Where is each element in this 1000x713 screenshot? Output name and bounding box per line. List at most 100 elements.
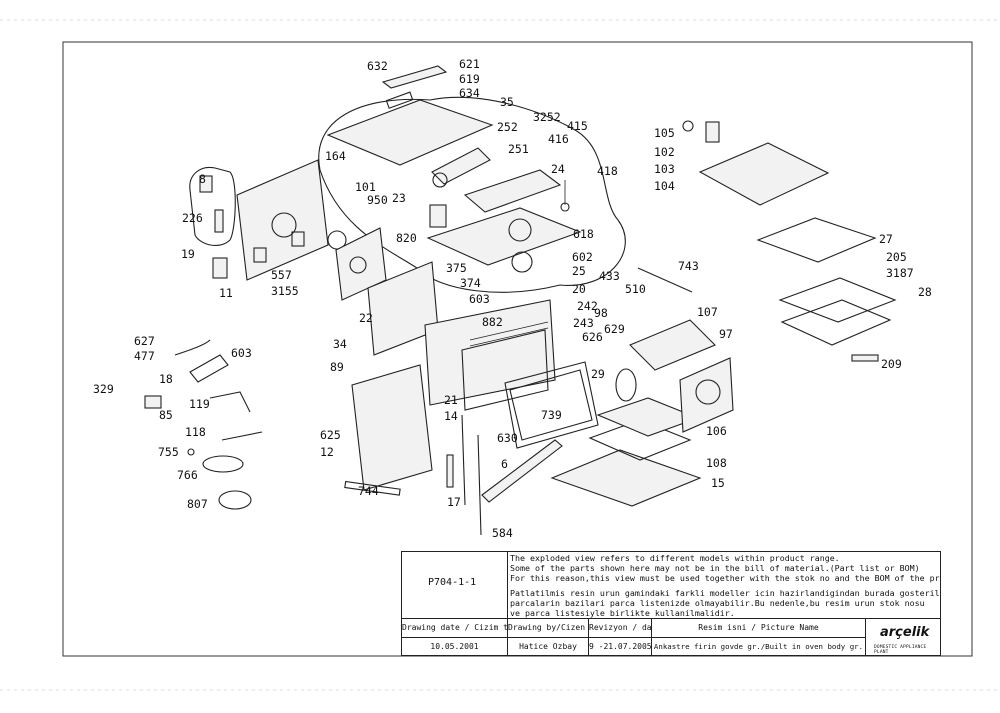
- header-picture-name: Resim isni / Picture Name: [698, 623, 819, 632]
- part-label: 252: [497, 120, 518, 134]
- screw-755: [187, 448, 195, 456]
- notes-cell: The exploded view refers to different mo…: [507, 551, 941, 619]
- part-label: 98: [594, 306, 608, 320]
- bracket-603: [189, 354, 229, 383]
- rack-frame-28: [780, 299, 892, 346]
- part-label: 621: [459, 57, 480, 71]
- brand-cell: arçelik DOMESTIC APPLIANCE PLANT: [865, 618, 941, 656]
- part-label: 242: [577, 299, 598, 313]
- part-label: 118: [185, 425, 206, 439]
- cooling-duct: [463, 169, 562, 213]
- pipe-119: [209, 391, 251, 413]
- part-label: 104: [654, 179, 675, 193]
- part-label: 374: [460, 276, 481, 290]
- part-label: 27: [879, 232, 893, 246]
- terminal-226: [214, 209, 224, 233]
- part-label-small: 744: [358, 484, 379, 498]
- header-drawn-by: Drawing by/Cizen kisi: [508, 623, 588, 632]
- part-label: 108: [706, 456, 727, 470]
- wire-627: [174, 339, 211, 356]
- part-label: 107: [697, 305, 718, 319]
- terminal-8: [199, 175, 213, 193]
- header-revision: Revizyon / date: [589, 623, 652, 632]
- note-en-2: Some of the parts shown here may not be …: [510, 563, 920, 573]
- door-seal-739: [504, 361, 599, 449]
- part-label: 820: [396, 231, 417, 245]
- part-label: 29: [591, 367, 605, 381]
- sensor-118: [221, 431, 263, 441]
- note-en-3: For this reason,this view must be used t…: [510, 573, 941, 583]
- thermostat-329: [144, 395, 162, 409]
- header-cell-4: Resim isni / Picture Name: [651, 618, 866, 638]
- header-cell-1: Drawing date / Cizim tarihi: [401, 618, 508, 638]
- value-cell-2: Hatice Ozbay: [507, 637, 589, 656]
- part-label: 602: [572, 250, 593, 264]
- drawing-code-cell: P704-1-1: [401, 551, 508, 619]
- part-label-small: 743: [678, 259, 699, 273]
- header-cell-2: Drawing by/Cizen kisi: [507, 618, 589, 638]
- part-label: 17: [447, 495, 461, 509]
- part-label: 630: [497, 431, 518, 445]
- part-label: 12: [320, 445, 334, 459]
- part-label: 97: [719, 327, 733, 341]
- value-drawn-by: Hatice Ozbay: [519, 642, 577, 651]
- seal-ring-766: [202, 455, 244, 473]
- part-label: 35: [500, 95, 514, 109]
- part-label: 209: [881, 357, 902, 371]
- part-label: 603: [231, 346, 252, 360]
- part-label: 28: [918, 285, 932, 299]
- fan-wheel: [508, 218, 532, 242]
- part-label: 766: [177, 468, 198, 482]
- note-tr-1: Patlatilmis resin urun gamindaki farkli …: [510, 588, 941, 598]
- note-en-1: The exploded view refers to different mo…: [510, 553, 840, 563]
- part-label: 415: [567, 119, 588, 133]
- part-label: 89: [330, 360, 344, 374]
- part-label: 329: [93, 382, 114, 396]
- note-tr-2: parcalarin bazilari parca listenizde olm…: [510, 598, 925, 608]
- door-panel-12: [351, 364, 433, 491]
- part-label: 557: [271, 268, 292, 282]
- part-label: 618: [573, 227, 594, 241]
- fan-base-plate: [426, 207, 582, 266]
- part-label: 205: [886, 250, 907, 264]
- part-label: 19: [181, 247, 195, 261]
- value-cell-3: 9 -21.07.2005: [588, 637, 652, 656]
- part-label: 105: [654, 126, 675, 140]
- part-label: 25: [572, 264, 586, 278]
- part-label: 375: [446, 261, 467, 275]
- title-block: P704-1-1 The exploded view refers to dif…: [401, 551, 941, 656]
- part-label: 6: [501, 457, 508, 471]
- header-drawing-date: Drawing date / Cizim tarihi: [402, 623, 508, 632]
- grill-tray-107: [629, 319, 716, 371]
- part-label: 477: [134, 349, 155, 363]
- drawing-frame: [62, 41, 973, 657]
- brand-subtitle: DOMESTIC APPLIANCE PLANT: [874, 645, 927, 655]
- part-label: 433: [599, 269, 620, 283]
- rear-wall-23: [335, 227, 387, 301]
- control-strip: [381, 65, 448, 89]
- drawing-code: P704-1-1: [428, 577, 477, 588]
- hinge-17: [446, 454, 454, 488]
- part-label: 625: [320, 428, 341, 442]
- part-label: 11: [219, 286, 233, 300]
- value-picture-name: Ankastre firin govde gr./Built in oven b…: [653, 642, 864, 651]
- brand-logo: arçelik: [880, 625, 930, 640]
- part-label: 23: [392, 191, 406, 205]
- part-label: 739: [541, 408, 562, 422]
- part-label: 20: [572, 282, 586, 296]
- hinge-14: [461, 414, 466, 506]
- clip-209: [851, 354, 879, 362]
- note-tr-3: ve parca listesiyle birlikte kullanilmal…: [510, 608, 735, 618]
- oven-cavity-opening: [461, 329, 549, 411]
- knob-105: [682, 120, 694, 132]
- value-revision: 9 -21.07.2005: [589, 642, 652, 651]
- rear-panel: [236, 159, 329, 281]
- part-label: 950: [367, 193, 388, 207]
- wire-rack-27: [756, 217, 877, 263]
- rail-743: [637, 267, 693, 293]
- part-label: 603: [469, 292, 490, 306]
- part-label: 807: [187, 497, 208, 511]
- part-label: 629: [604, 322, 625, 336]
- part-label: 164: [325, 149, 346, 163]
